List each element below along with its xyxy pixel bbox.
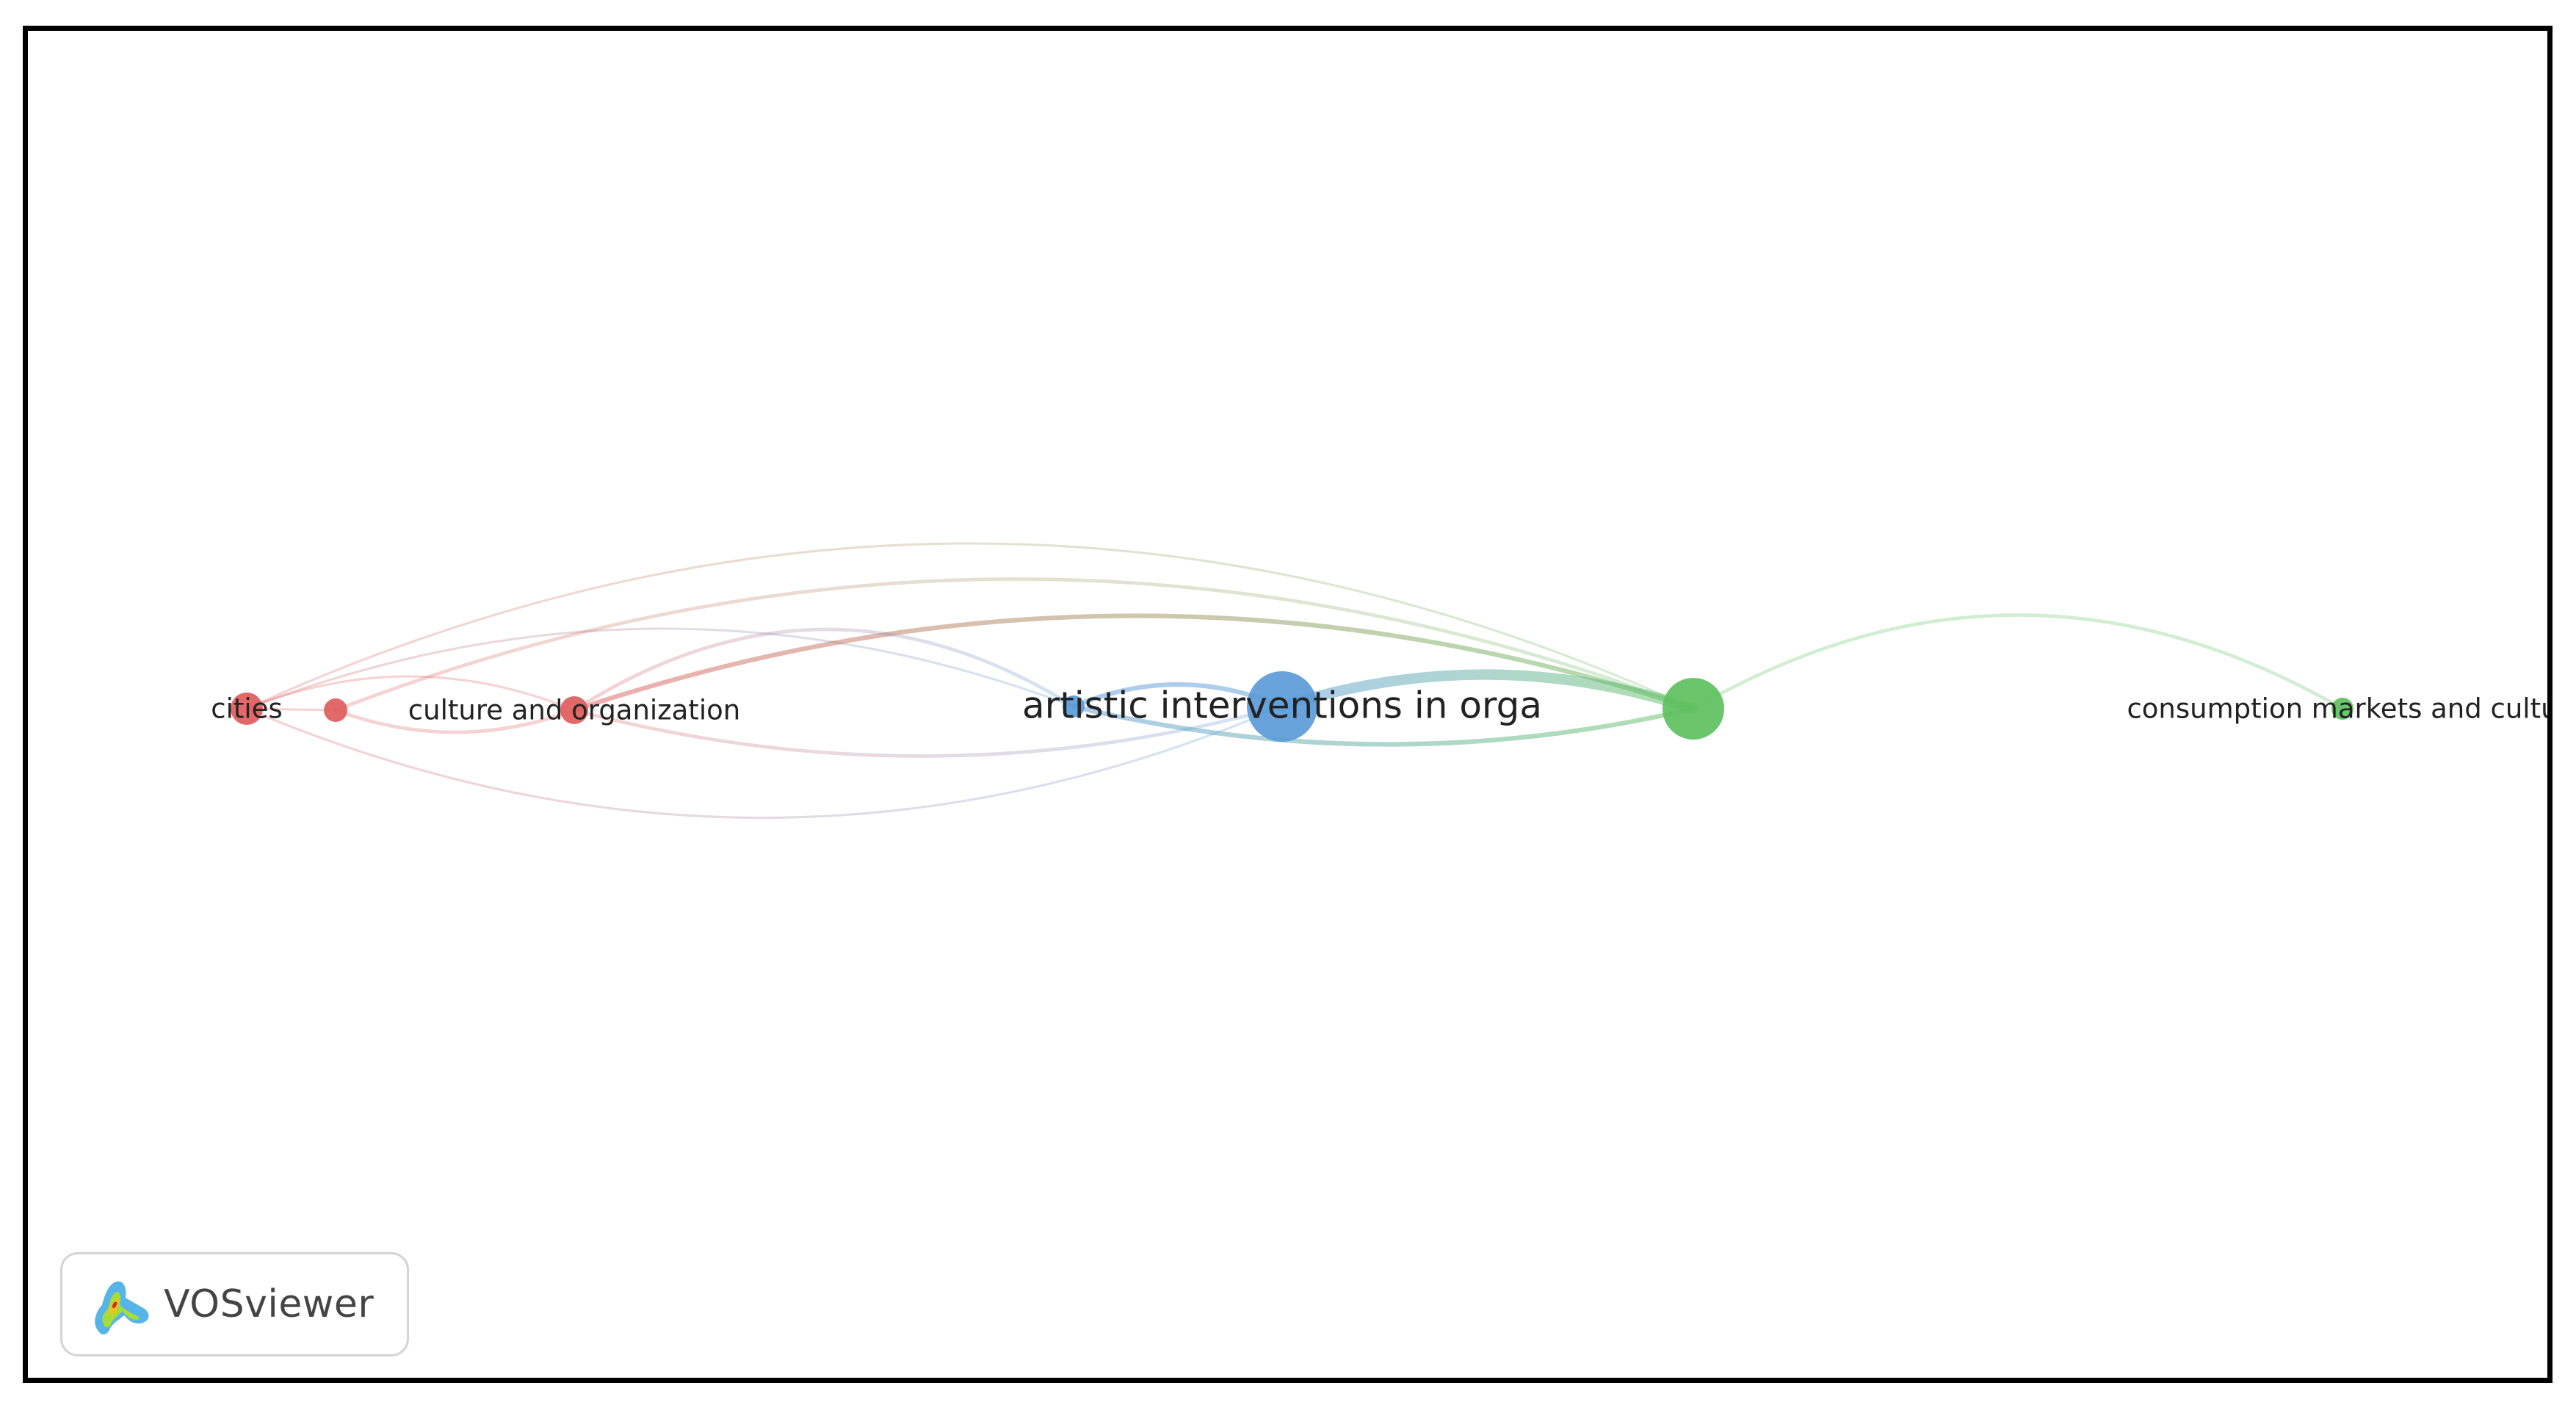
label-cities[interactable]: cities [211,693,282,725]
node-artistic[interactable] [1247,671,1317,742]
label-consumption[interactable]: consumption markets and cultu [2127,693,2558,725]
vosviewer-logo: VOSviewer [60,1252,409,1356]
label-layer: cities culture and organization artistic i… [211,684,2558,727]
link-cities-blue-small [245,627,1075,710]
link-culture-green-big [571,613,1696,713]
link-red2-green-big [333,577,1696,712]
label-culture[interactable]: culture and organization [408,695,740,726]
vosviewer-logo-icon [95,1281,149,1334]
link-culture-artistic [572,704,1284,758]
link-green-big-consumption [1691,613,2345,711]
vosviewer-logo-text: VOSviewer [164,1282,375,1326]
node-blue-small[interactable] [1063,695,1085,718]
link-cities-green-big [245,542,1695,710]
node-consumption[interactable] [2331,698,2354,720]
label-artistic[interactable]: artistic interventions in orga [1022,684,1542,727]
node-green-big[interactable] [1663,678,1724,740]
link-layer [245,542,2345,819]
node-layer [231,671,2354,742]
link-artistic-green-big [1276,669,1699,715]
node-culture[interactable] [560,696,588,724]
node-red2[interactable] [324,698,347,722]
link-cities-artistic [245,705,1284,819]
link-red2-culture [333,708,576,734]
node-cities[interactable] [231,693,263,725]
link-culture-blue-small [572,627,1076,712]
link-blue-small-green-big [1071,704,1696,747]
link-cities-culture [245,675,576,712]
